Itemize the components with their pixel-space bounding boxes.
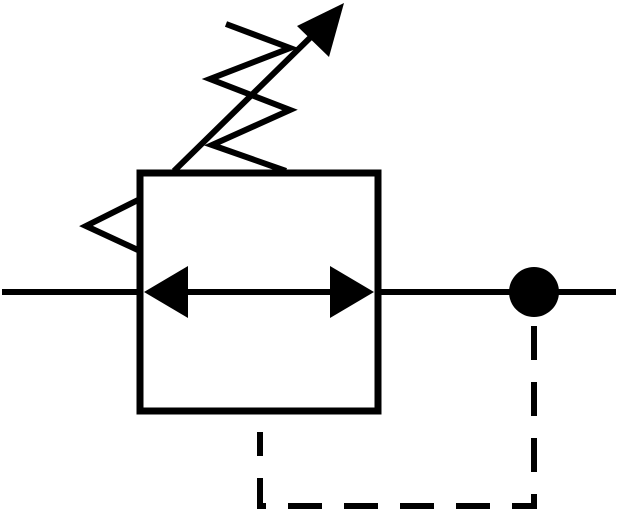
flow-path-arrowhead-right	[330, 266, 374, 318]
junction-dot	[509, 267, 559, 317]
adjustment-arrow-shaft	[171, 27, 321, 174]
pilot-notch	[79, 196, 142, 254]
valve-box	[136, 169, 382, 415]
pilot-dashed-line	[257, 326, 537, 509]
adjustment-arrowhead	[297, 3, 344, 57]
flow-path-arrowhead-left	[144, 266, 188, 318]
